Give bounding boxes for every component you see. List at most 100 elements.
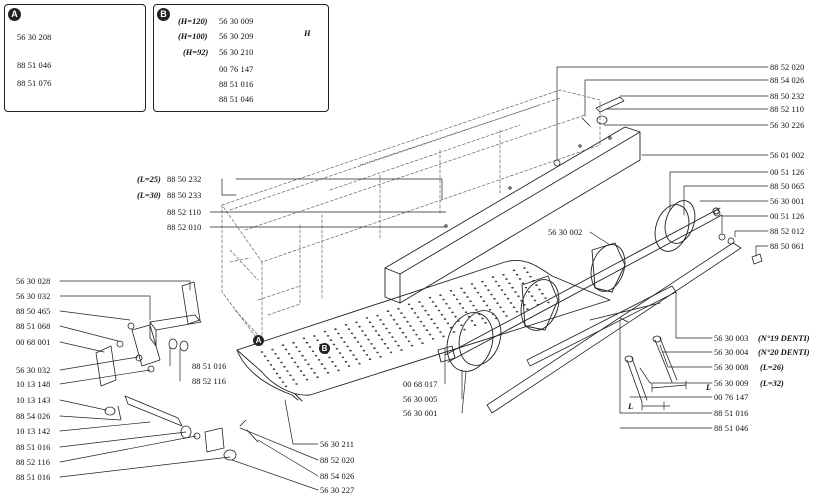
part-label: 00 51 126 (770, 212, 805, 221)
plate-hole (400, 349, 403, 351)
plate-hole (305, 378, 309, 381)
plate-hole (458, 302, 462, 305)
plate-hole (481, 317, 484, 320)
plate-hole (332, 343, 336, 346)
plate-hole (278, 376, 282, 379)
plate-hole (389, 314, 393, 317)
part-label: 88 50 061 (770, 242, 805, 251)
plate-hole (418, 338, 421, 340)
plate-hole (541, 292, 544, 295)
part-label: 88 51 046 (714, 424, 749, 433)
plate-hole (470, 283, 474, 285)
plate-hole (307, 363, 310, 366)
cutter-bar (384, 126, 641, 304)
part-label: 88 50 465 (16, 307, 51, 316)
plate-hole (431, 337, 435, 340)
plate-hole (538, 288, 541, 291)
plate-hole (338, 352, 342, 354)
plate-hole (484, 285, 487, 287)
plate-hole (460, 287, 463, 290)
plate-hole (421, 342, 424, 345)
plate-hole (518, 278, 522, 280)
plate-hole (368, 358, 372, 361)
plate-hole (350, 332, 354, 335)
plate-hole (368, 321, 372, 324)
chassis-frame (221, 89, 601, 346)
part-label: 88 51 076 (17, 79, 52, 88)
plate-hole (434, 305, 438, 308)
plate-hole (500, 289, 504, 291)
plate-hole (283, 365, 286, 368)
plate-hole (391, 336, 394, 338)
plate-hole (479, 296, 483, 298)
plate-hole (410, 344, 414, 347)
height-note: (H=120) (178, 17, 208, 26)
plate-hole (346, 345, 349, 348)
plate-hole (271, 348, 274, 351)
part-label: 88 52 020 (770, 63, 805, 72)
plate-hole (473, 324, 477, 327)
part-label: 56 30 028 (16, 277, 51, 286)
plate-hole (454, 315, 457, 318)
plate-hole (428, 333, 432, 336)
plate-hole (337, 332, 340, 335)
plate-hole (535, 284, 538, 287)
dimension-l-label: L (706, 383, 712, 392)
part-label: 88 54 026 (320, 472, 355, 481)
plate-hole (305, 341, 309, 344)
plate-hole (421, 305, 424, 308)
plate-hole (491, 276, 495, 279)
plate-hole (398, 327, 402, 330)
height-note: (H=92) (183, 48, 209, 57)
plate-hole (482, 300, 486, 303)
plate-hole (374, 330, 378, 332)
plate-hole (386, 310, 390, 313)
plate-hole (341, 356, 345, 359)
plate-hole (523, 267, 526, 269)
part-label: 00 76 147 (714, 393, 749, 402)
plate-hole (439, 294, 442, 297)
plate-hole (473, 287, 477, 290)
plate-hole (337, 369, 340, 372)
plate-hole (323, 367, 327, 370)
part-label: 88 51 046 (219, 95, 254, 104)
plate-hole (521, 282, 525, 285)
plate-hole (344, 360, 348, 363)
plate-hole (281, 381, 285, 383)
length-note: (L=25) (137, 175, 161, 184)
plate-hole (515, 310, 519, 313)
dimension-l-label: L (628, 402, 634, 411)
plate-hole (349, 349, 352, 352)
plate-hole (524, 286, 528, 289)
plate-hole (412, 329, 415, 332)
length-note: (L=32) (760, 379, 784, 388)
plate-hole (344, 323, 348, 326)
plate-hole (485, 304, 489, 307)
perforated-plate (236, 260, 611, 402)
part-label: 88 51 016 (16, 473, 51, 482)
plate-hole (352, 354, 355, 356)
plate-hole (436, 326, 439, 329)
plate-hole (503, 293, 507, 296)
teeth-note: (N°19 DENTI) (758, 334, 810, 343)
teeth-note: (N°20 DENTI) (758, 348, 810, 357)
plate-hole (355, 321, 358, 324)
plate-hole (286, 370, 289, 372)
plate-hole (514, 291, 517, 293)
plate-hole (407, 303, 411, 306)
plate-hole (379, 319, 382, 321)
plate-hole (406, 320, 409, 323)
plate-hole (308, 346, 312, 348)
part-label: 88 50 065 (770, 182, 805, 191)
part-label: 56 30 226 (770, 121, 805, 130)
height-note: (H=100) (178, 32, 208, 41)
plate-hole (425, 329, 429, 332)
plate-hole (439, 331, 442, 333)
plate-hole (379, 355, 382, 358)
plate-hole (361, 330, 364, 332)
part-label: 88 51 016 (219, 80, 254, 89)
plate-hole (314, 354, 318, 357)
part-label: 88 52 012 (770, 227, 805, 236)
plate-hole (403, 316, 406, 319)
plate-hole (413, 312, 417, 314)
